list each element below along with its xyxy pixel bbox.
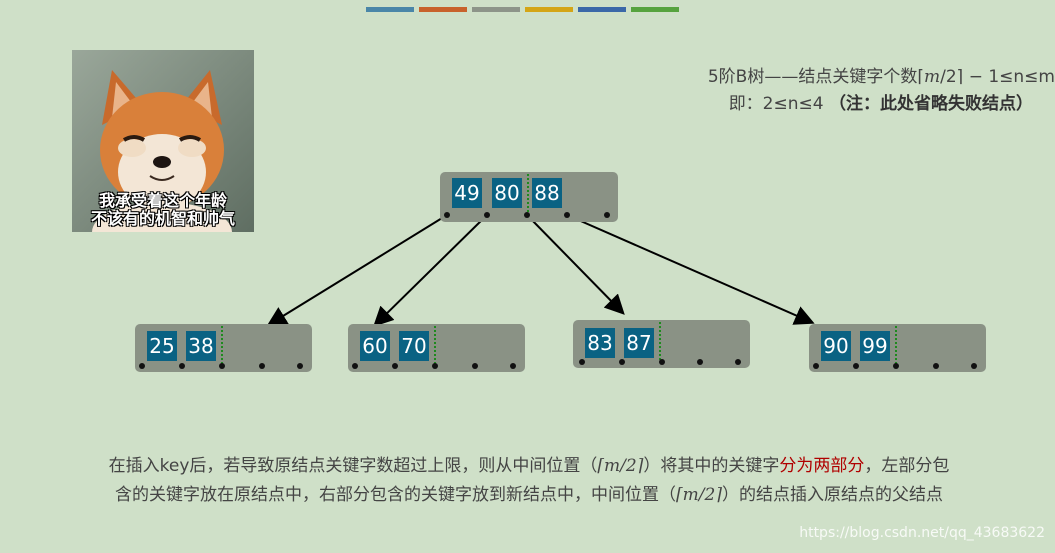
child2-pointer-1 — [352, 363, 358, 369]
child3-pointer-4 — [697, 359, 703, 365]
rule-line2-note: （注：此处省略失败结点） — [829, 94, 1033, 114]
child3-split-marker — [659, 322, 661, 360]
child-node-2: 60 70 — [348, 324, 525, 372]
child2-pointer-4 — [472, 363, 478, 369]
edge-root-to-child-1 — [266, 214, 448, 327]
child2-pointer-5 — [510, 363, 516, 369]
child-node-1: 25 38 — [135, 324, 312, 372]
child1-pointer-5 — [297, 363, 303, 369]
shiba-meme-image: 我承受着这个年龄 不该有的机智和帅气 — [72, 50, 254, 232]
explanation-line2-a: 含的关键字放在原结点中，右部分包含的关键字放到新结点中，中间位置（ — [115, 485, 677, 505]
explanation-line1-a: 在插入key后，若导致原结点关键字数超过上限，则从中间位置（ — [108, 456, 598, 476]
explanation-line-1: 在插入key后，若导致原结点关键字数超过上限，则从中间位置（⌈m/2⌉）将其中的… — [14, 452, 1044, 481]
root-pointer-4 — [564, 212, 570, 218]
child1-key-2: 38 — [186, 331, 216, 361]
child2-key-1: 60 — [360, 331, 390, 361]
child4-pointer-5 — [971, 363, 977, 369]
root-pointer-3 — [524, 212, 530, 218]
root-key-3: 88 — [532, 178, 562, 208]
rule-over2: /2⌉ — [940, 67, 964, 87]
child1-pointer-1 — [139, 363, 145, 369]
order-rule-text: 5阶B树——结点关键字个数⌈m/2⌉ − 1≤n≤m 即：2≤n≤4 （注：此处… — [635, 64, 1055, 118]
rule-line2-prefix: 即：2≤n≤4 — [728, 94, 829, 114]
rule-line1-suffix: − 1≤n≤m — [963, 67, 1055, 87]
rule-line1-prefix: 5阶B树——结点关键字个数 — [707, 67, 918, 87]
child4-pointer-4 — [933, 363, 939, 369]
child3-key-2: 87 — [624, 328, 654, 358]
child-node-4: 90 99 — [809, 324, 986, 372]
split-explanation: 在插入key后，若导致原结点关键字数超过上限，则从中间位置（⌈m/2⌉）将其中的… — [14, 452, 1044, 510]
child4-pointer-1 — [813, 363, 819, 369]
meme-caption: 我承受着这个年龄 不该有的机智和帅气 — [72, 192, 254, 228]
decor-bar-6 — [631, 7, 679, 12]
edge-root-to-child-3 — [526, 214, 625, 315]
child3-pointer-1 — [579, 359, 585, 365]
decor-bar-4 — [525, 7, 573, 12]
child4-split-marker — [895, 326, 897, 364]
decor-bar-5 — [578, 7, 626, 12]
explanation-line2-b: ）的结点插入原结点的父结点 — [721, 485, 943, 505]
child4-key-2: 99 — [860, 331, 890, 361]
child4-pointer-2 — [853, 363, 859, 369]
explanation-line1-c: ，左部分包 — [864, 456, 950, 476]
root-pointer-2 — [484, 212, 490, 218]
explanation-line1-b: ）将其中的关键字 — [643, 456, 780, 476]
child3-pointer-2 — [619, 359, 625, 365]
root-split-marker — [527, 174, 529, 212]
edge-root-to-child-2 — [373, 214, 488, 327]
child3-pointer-5 — [735, 359, 741, 365]
child2-key-2: 70 — [399, 331, 429, 361]
child3-key-1: 83 — [585, 328, 615, 358]
root-key-1: 49 — [452, 178, 482, 208]
explanation-line1-ceil: ⌈m/2⌉ — [597, 456, 644, 476]
child1-pointer-4 — [259, 363, 265, 369]
decor-bar-1 — [366, 7, 414, 12]
child4-key-1: 90 — [821, 331, 851, 361]
child2-pointer-3 — [432, 363, 438, 369]
shiba-dog-illustration — [72, 50, 254, 232]
child1-key-1: 25 — [147, 331, 177, 361]
decor-bar-2 — [419, 7, 467, 12]
root-pointer-1 — [444, 212, 450, 218]
meme-caption-line-1: 我承受着这个年龄 — [98, 191, 227, 210]
rule-m: m — [923, 67, 941, 87]
edge-root-to-child-4 — [566, 214, 815, 325]
order-rule-line-2: 即：2≤n≤4 （注：此处省略失败结点） — [635, 91, 1033, 118]
root-pointer-5 — [604, 212, 610, 218]
explanation-line-2: 含的关键字放在原结点中，右部分包含的关键字放到新结点中，中间位置（⌈m/2⌉）的… — [14, 481, 1044, 510]
root-key-2: 80 — [492, 178, 522, 208]
child-node-3: 83 87 — [573, 320, 750, 368]
explanation-highlight: 分为两部分 — [779, 456, 865, 476]
child1-pointer-3 — [219, 363, 225, 369]
child1-pointer-2 — [179, 363, 185, 369]
explanation-line2-ceil: ⌈m/2⌉ — [676, 485, 722, 505]
rule-ceil-left: ⌈ — [917, 67, 924, 87]
child1-split-marker — [221, 326, 223, 364]
decor-bar-3 — [472, 7, 520, 12]
child4-pointer-3 — [893, 363, 899, 369]
child2-split-marker — [434, 326, 436, 364]
meme-caption-line-2: 不该有的机智和帅气 — [90, 209, 235, 228]
order-rule-line-1: 5阶B树——结点关键字个数⌈m/2⌉ − 1≤n≤m — [635, 64, 1055, 91]
watermark: https://blog.csdn.net/qq_43683622 — [799, 525, 1045, 541]
child3-pointer-3 — [659, 359, 665, 365]
child2-pointer-2 — [392, 363, 398, 369]
root-node: 49 80 88 — [440, 172, 618, 222]
